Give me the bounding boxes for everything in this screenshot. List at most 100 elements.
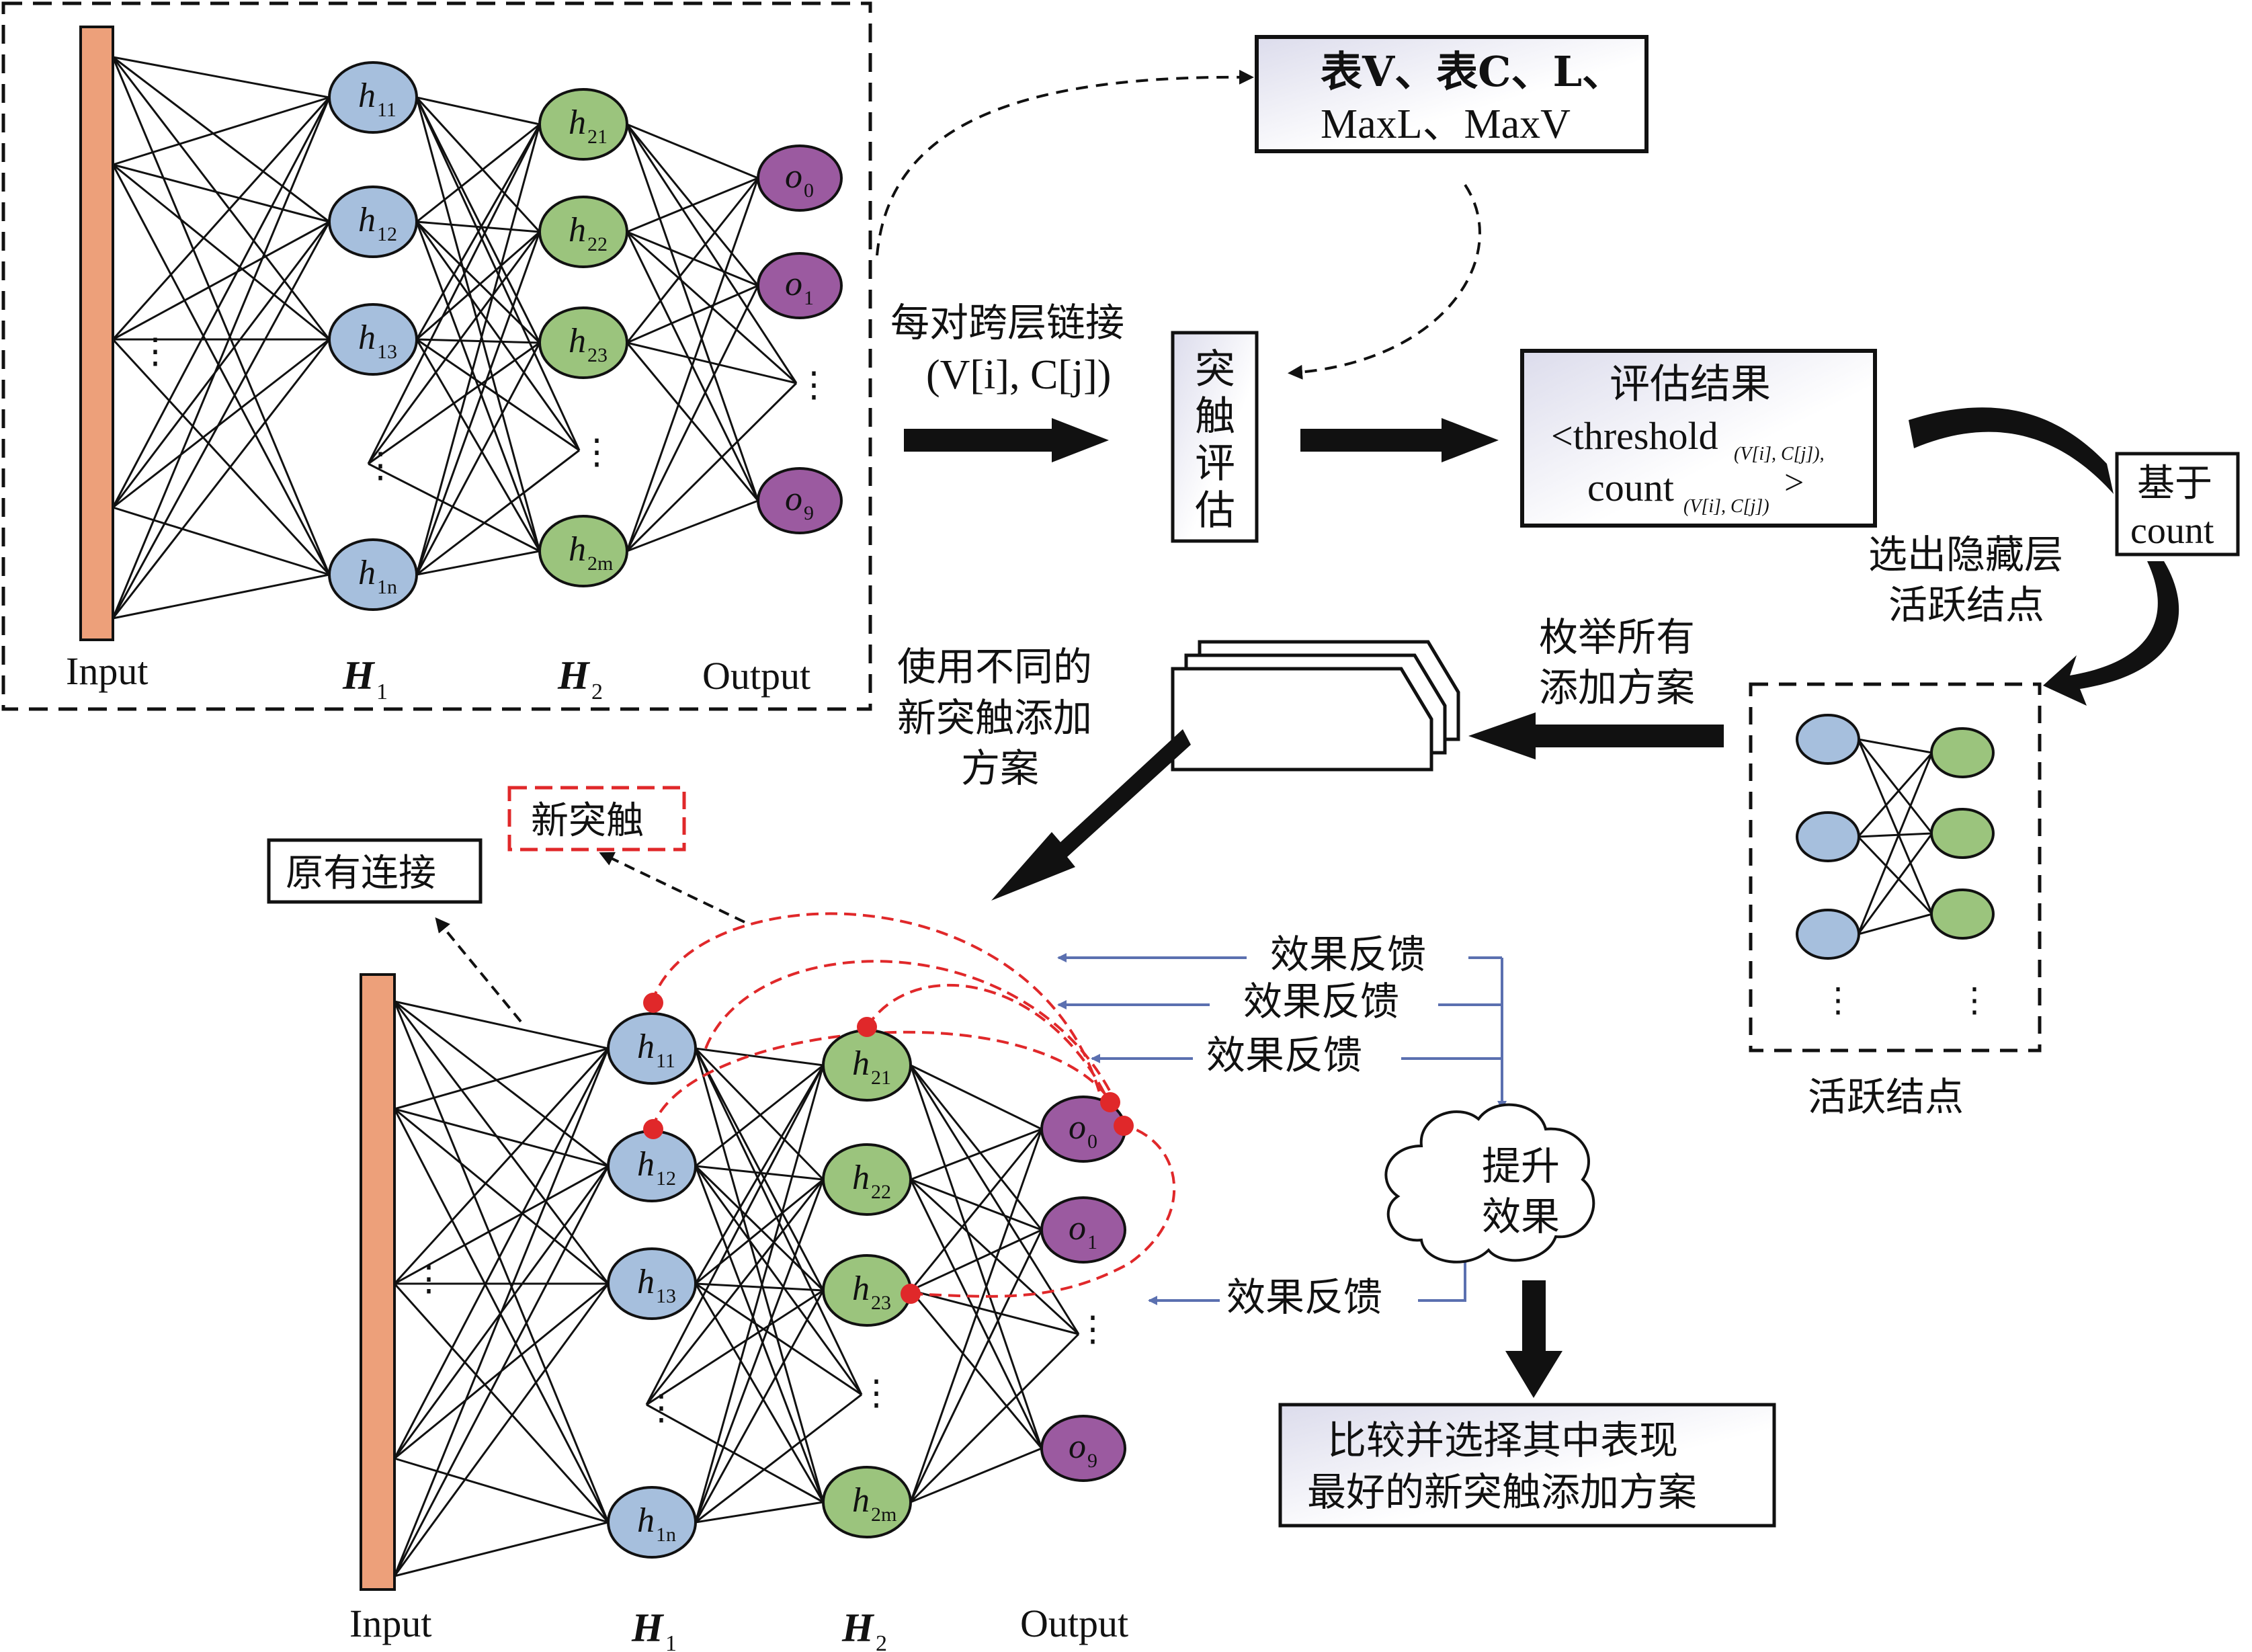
active-ellipsis-right: ⋮ bbox=[1958, 981, 1991, 1019]
legend-new-synapse: 新突触 bbox=[507, 786, 686, 852]
h2-node-label: h bbox=[569, 530, 586, 569]
network-edge bbox=[694, 1283, 825, 1503]
network-edge bbox=[415, 97, 541, 343]
active-ellipsis-left: ⋮ bbox=[1821, 981, 1855, 1019]
new-synapse-endpoint bbox=[643, 993, 663, 1013]
active-h2-node bbox=[1930, 727, 1995, 778]
synapse-eval-char: 评 bbox=[1195, 440, 1235, 487]
network-edge bbox=[112, 96, 331, 341]
h2-node-shape bbox=[822, 1143, 912, 1216]
network-edge bbox=[1858, 738, 1933, 754]
h2-node-shape bbox=[538, 88, 628, 161]
h2-node-label: h bbox=[852, 1044, 870, 1083]
output-node-label: o bbox=[785, 157, 802, 196]
network-edge bbox=[416, 123, 540, 223]
use-schemes-line2: 新突触添加 bbox=[897, 695, 1092, 741]
h1-node-shape bbox=[328, 303, 418, 376]
network-edge bbox=[112, 96, 330, 166]
new-synapse-endpoint bbox=[857, 1017, 877, 1037]
synapse-eval-char: 触 bbox=[1195, 393, 1235, 440]
network-edge bbox=[626, 231, 797, 384]
network-edge bbox=[1857, 835, 1933, 915]
bottom-input-label: Input bbox=[349, 1602, 431, 1645]
bottom-out-ellipsis: ⋮ bbox=[1075, 1311, 1110, 1349]
bottom-input-bar bbox=[360, 973, 396, 1591]
network-edge bbox=[394, 1165, 609, 1285]
h1-node-sub: 1n bbox=[377, 576, 397, 598]
h2-node-shape bbox=[822, 1466, 912, 1538]
network-edge bbox=[646, 1403, 824, 1503]
top-h1-label: H bbox=[342, 653, 376, 698]
active-h2-node bbox=[1930, 889, 1995, 940]
h1-node-shape bbox=[607, 1486, 697, 1559]
eval-result-close: > bbox=[1784, 464, 1804, 502]
new-synapse-link bbox=[651, 912, 1103, 1103]
network-edge bbox=[415, 342, 541, 575]
arrow-to-compare bbox=[1505, 1280, 1562, 1398]
h1-node-sub: 13 bbox=[377, 341, 397, 363]
feedback-label: 效果反馈 bbox=[1270, 932, 1426, 977]
output-node-shape bbox=[1040, 1415, 1126, 1482]
network-edge bbox=[694, 1065, 825, 1523]
network-edge bbox=[112, 338, 331, 576]
output-node-sub: 0 bbox=[804, 179, 814, 202]
top-h2-ellipsis: ⋮ bbox=[579, 433, 614, 472]
h1-node-shape bbox=[328, 185, 418, 258]
feedback-label: 效果反馈 bbox=[1243, 979, 1399, 1024]
eval-result-count: count bbox=[1587, 466, 1674, 509]
network-edge bbox=[1857, 752, 1933, 837]
network-edge bbox=[394, 1108, 609, 1285]
arrow-to-synapse-eval bbox=[904, 418, 1109, 462]
network-edge bbox=[415, 97, 581, 451]
active-nodes-label: 活跃结点 bbox=[1808, 1074, 1964, 1120]
arrow-to-schemes bbox=[1468, 712, 1724, 759]
network-edge bbox=[645, 1179, 825, 1405]
network-edge bbox=[695, 1178, 824, 1285]
arrow-to-eval-result bbox=[1300, 418, 1499, 462]
network-edge bbox=[694, 1065, 825, 1284]
network-edge bbox=[909, 1333, 1080, 1503]
feedback-arrows bbox=[1057, 953, 1507, 1305]
h1-node-shape bbox=[328, 61, 418, 134]
network-edge bbox=[415, 231, 541, 575]
synapse-eval-char: 估 bbox=[1195, 487, 1235, 534]
network-edge bbox=[367, 231, 541, 464]
h2-node-shape bbox=[538, 306, 628, 379]
bottom-h1-label: H bbox=[631, 1606, 665, 1650]
new-synapse-endpoint bbox=[901, 1284, 921, 1304]
network-edge bbox=[695, 1501, 824, 1524]
network-edge bbox=[112, 56, 331, 575]
dashed-arrow-to-tables bbox=[876, 69, 1254, 256]
network-edge bbox=[112, 573, 330, 620]
h2-node-sub: 22 bbox=[587, 233, 608, 255]
count-box-line1: 基于 bbox=[2137, 462, 2212, 505]
schemes-stack-icon bbox=[1171, 640, 1460, 772]
network-edge bbox=[626, 382, 798, 552]
h1-node-label: h bbox=[358, 554, 376, 592]
output-node-sub: 0 bbox=[1087, 1130, 1097, 1153]
h2-node-label: h bbox=[852, 1481, 870, 1520]
h1-node-label: h bbox=[637, 1145, 655, 1184]
new-synapse-link bbox=[704, 960, 1117, 1103]
network-edge bbox=[694, 1048, 825, 1503]
network-edge bbox=[416, 96, 540, 126]
network-edge bbox=[394, 1457, 609, 1524]
active-nodes-box: ⋮ ⋮ 活跃结点 bbox=[1749, 682, 2042, 1120]
network-edge bbox=[415, 96, 541, 233]
network-edge bbox=[909, 1065, 1043, 1449]
h1-node-label: h bbox=[358, 77, 376, 115]
new-synapse-link bbox=[866, 983, 1110, 1103]
network-edge bbox=[909, 1128, 1043, 1503]
tables-line2: MaxL、MaxV bbox=[1321, 101, 1571, 147]
network-edge bbox=[112, 221, 331, 619]
top-network-edges bbox=[112, 56, 798, 620]
